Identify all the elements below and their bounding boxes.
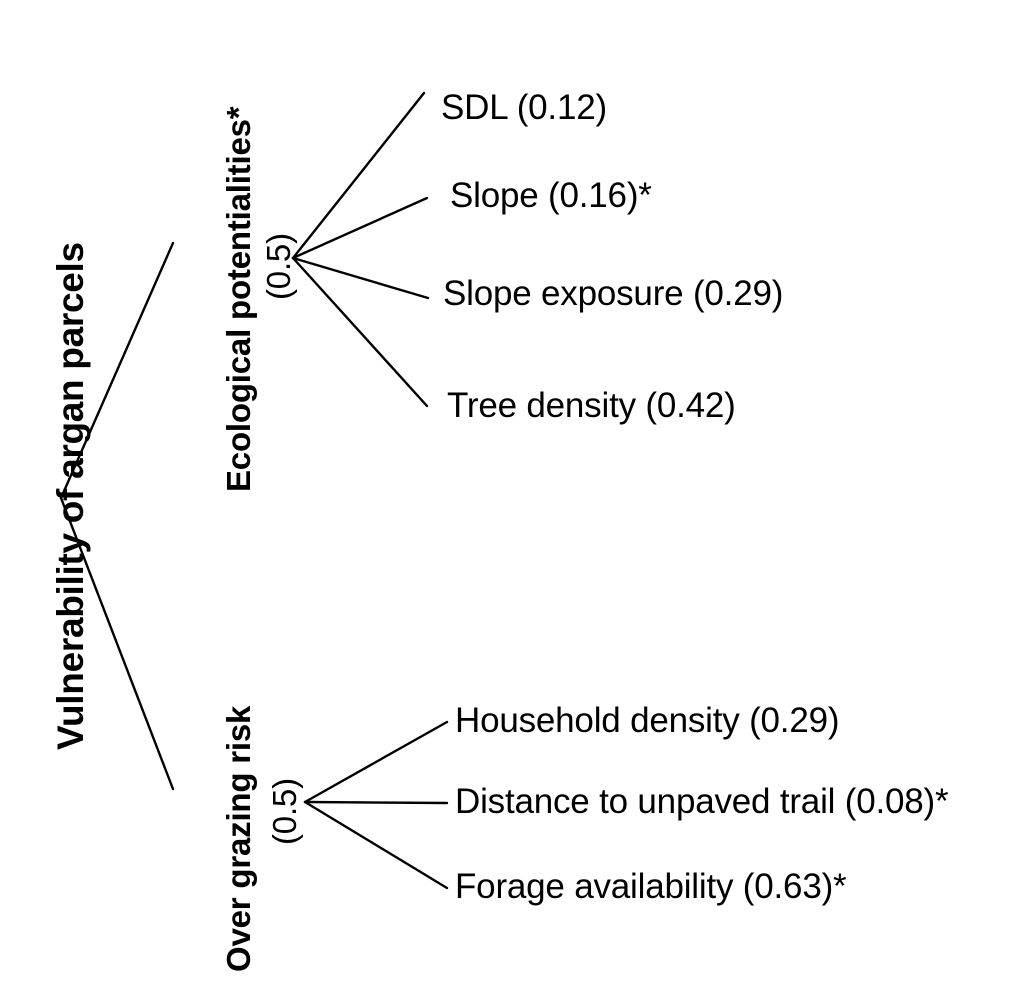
edge-overgrazing-to-forage-availability bbox=[303, 800, 449, 890]
leaf-label-tree-density: Tree density (0.42) bbox=[447, 386, 736, 425]
root-node-label: Vulnerability of argan parcels bbox=[50, 242, 91, 750]
edge-root-to-overgrazing bbox=[59, 496, 175, 791]
edge-ecological-to-sdl bbox=[291, 91, 426, 260]
edge-root-to-ecological bbox=[59, 241, 175, 500]
edge-ecological-to-slope bbox=[291, 196, 429, 260]
branch-label-over-grazing-risk: Over grazing risk bbox=[220, 705, 257, 972]
edge-ecological-to-slope-exposure bbox=[291, 256, 430, 300]
leaf-label-forage-availability: Forage availability (0.63)* bbox=[455, 867, 847, 906]
branch-label-ecological-potentialities: Ecological potentialities* bbox=[220, 106, 257, 492]
leaf-label-distance-to-unpaved-trail: Distance to unpaved trail (0.08)* bbox=[455, 782, 949, 821]
branch-weight-over-grazing-risk: (0.5) bbox=[266, 778, 303, 845]
leaf-label-slope: Slope (0.16)* bbox=[450, 176, 652, 215]
edge-overgrazing-to-distance-unpaved-trail bbox=[303, 800, 449, 805]
edge-ecological-to-tree-density bbox=[291, 256, 429, 408]
edge-overgrazing-to-household-density bbox=[303, 720, 449, 804]
leaf-label-slope-exposure: Slope exposure (0.29) bbox=[443, 274, 784, 313]
leaf-label-household-density: Household density (0.29) bbox=[455, 701, 840, 740]
leaf-label-sdl: SDL (0.12) bbox=[441, 88, 607, 127]
branch-weight-ecological-potentialities: (0.5) bbox=[260, 233, 297, 300]
